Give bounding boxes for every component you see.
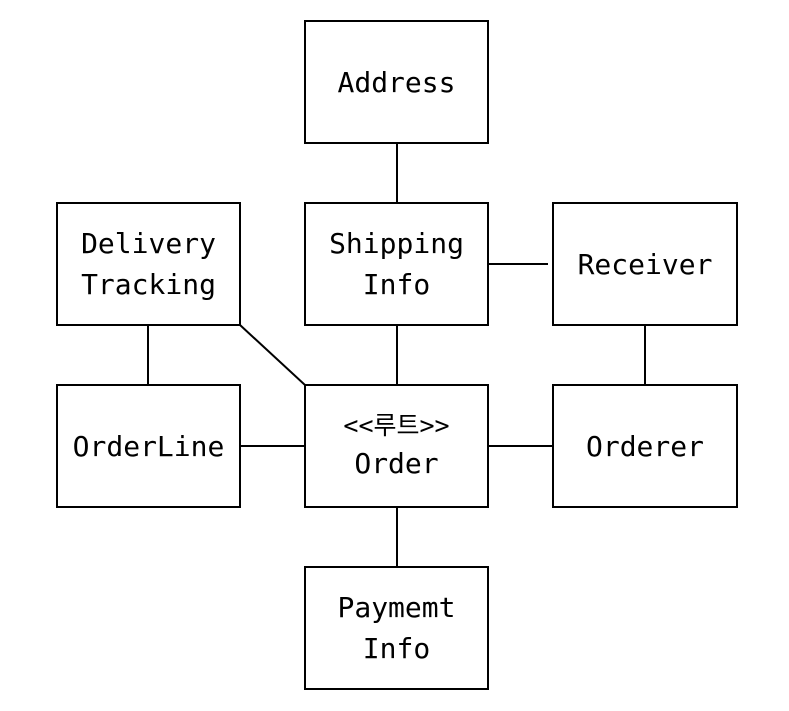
address-label: Address — [337, 65, 456, 99]
orderer-box: Orderer — [552, 384, 738, 508]
payment-info-box: Paymemt Info — [304, 566, 489, 690]
orderer-label: Orderer — [585, 429, 704, 463]
receiver-label: Receiver — [577, 247, 713, 281]
delivery-tracking-label-line2: Tracking — [81, 268, 216, 301]
order-stereotype-label: <<루트>> — [343, 410, 450, 440]
delivery-tracking-box: Delivery Tracking — [56, 202, 241, 326]
order-root-box: <<루트>> Order — [304, 384, 489, 508]
address-box: Address — [304, 20, 489, 144]
orderline-box: OrderLine — [56, 384, 241, 508]
connector-delivery-order — [239, 324, 306, 386]
receiver-box: Receiver — [552, 202, 738, 326]
orderline-label: OrderLine — [72, 429, 225, 463]
order-label: Order — [354, 446, 439, 480]
payment-info-label-line1: Paymemt — [337, 591, 456, 624]
delivery-tracking-label-line1: Delivery — [81, 227, 216, 260]
shipping-info-box: Shipping Info — [304, 202, 489, 326]
shipping-info-label-line1: Shipping — [329, 227, 464, 260]
shipping-info-label-line2: Info — [362, 268, 431, 301]
payment-info-label-line2: Info — [362, 632, 431, 665]
